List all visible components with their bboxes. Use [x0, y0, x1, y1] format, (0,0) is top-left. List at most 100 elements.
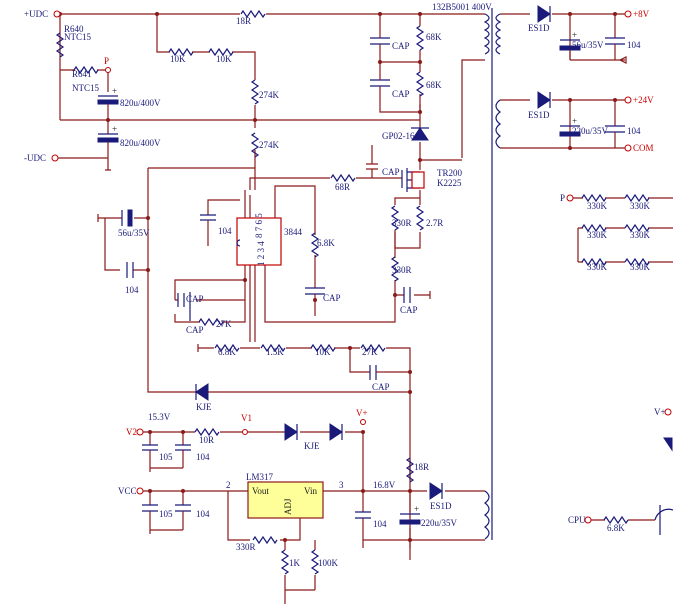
label-104-g: 104	[627, 126, 641, 136]
net-p: P	[104, 56, 109, 66]
label-330k-4: 330K	[630, 230, 651, 240]
label-ic-pins-top: 8 7 6 5	[254, 213, 264, 238]
label-transformer: 132B5001 400V	[432, 2, 492, 12]
net-udc-neg: -UDC	[24, 153, 46, 163]
label-15-3v: 15.3V	[148, 412, 171, 422]
label-56u-b: 56u/35V	[572, 40, 604, 50]
net-vplus: V+	[356, 408, 368, 418]
label-104-b: 104	[125, 285, 139, 295]
label-cap-6: CAP	[186, 294, 204, 304]
lm317-regulator	[247, 481, 324, 519]
label-ic-pins-bottom: 1 2 3 4	[256, 241, 266, 266]
label-cap-5: CAP	[323, 293, 341, 303]
diodes	[195, 5, 673, 500]
label-3844: 3844	[284, 227, 303, 237]
net-out-8v: +8V	[633, 9, 650, 19]
ic-3844	[236, 190, 282, 266]
resistor-274k-a	[251, 79, 259, 105]
net-labels: +UDC -UDC P P V2 VCC V1 V+ V+ CPU +8V +2…	[24, 9, 666, 525]
label-r641: R641	[72, 69, 92, 79]
label-es1d-2: ES1D	[528, 110, 550, 120]
label-330k-5: 330K	[587, 262, 608, 272]
label-10r: 10R	[199, 435, 214, 445]
transformer-main	[483, 8, 502, 540]
svg-text:+: +	[572, 116, 577, 126]
resistor-68k-a	[416, 25, 424, 51]
capacitors: ++ + ++	[97, 30, 625, 525]
resistor-18r-2	[406, 457, 414, 483]
label-105-b: 105	[159, 509, 173, 519]
label-cap-8: CAP	[372, 382, 390, 392]
label-tr200: TR200	[437, 168, 463, 178]
label-cap-7: CAP	[186, 325, 204, 335]
net-udc-pos: +UDC	[24, 9, 48, 19]
label-vin: Vin	[304, 486, 317, 496]
net-vplus-2: V+	[654, 407, 666, 417]
label-6-8k-c: 6.8K	[317, 238, 335, 248]
net-com: COM	[633, 143, 654, 153]
resistor-274k-b	[251, 132, 259, 158]
label-pin-2: 2	[226, 480, 231, 490]
label-6-8k-d: 6.8K	[218, 347, 236, 357]
label-104-f: 104	[627, 40, 641, 50]
ntc-r640	[56, 32, 64, 58]
label-104-c: 104	[196, 452, 210, 462]
terminals	[51, 10, 673, 535]
label-ntc15-a: NTC15	[64, 32, 92, 42]
label-k2225: K2225	[437, 178, 462, 188]
label-330k-6: 330K	[630, 262, 651, 272]
label-820u-b: 820u/400V	[120, 138, 161, 148]
label-10k-b: 10K	[216, 54, 232, 64]
resistor-330r-lm	[252, 536, 278, 544]
label-10k-c: 10K	[315, 347, 331, 357]
label-ntc15-b: NTC15	[72, 83, 100, 93]
label-kje-2: KJE	[304, 441, 320, 451]
ground-symbols	[97, 56, 627, 604]
label-330k-2: 330K	[630, 201, 651, 211]
label-104-e: 104	[373, 519, 387, 529]
resistor-2-7r	[416, 205, 424, 231]
component-labels: R640 NTC15 R641 NTC15 18R 10K 10K 274K 2…	[64, 2, 651, 568]
label-2-7r: 2.7R	[426, 218, 443, 228]
label-68k-b: 68K	[426, 80, 442, 90]
label-330r-b: 330R	[392, 265, 412, 275]
label-220u-a: 220u/35V	[572, 126, 609, 136]
label-330k-1: 330K	[587, 201, 608, 211]
resistor-68r	[330, 174, 356, 182]
label-68r: 68R	[335, 182, 350, 192]
label-105-a: 105	[159, 452, 173, 462]
label-10k-a: 10K	[170, 54, 186, 64]
label-68k-a: 68K	[426, 32, 442, 42]
resistor-68k-b	[416, 71, 424, 97]
label-274k-a: 274K	[259, 90, 280, 100]
label-1k: 1K	[289, 558, 301, 568]
label-cap-1: CAP	[392, 41, 410, 51]
label-27k-c: 27K	[362, 347, 378, 357]
label-adj: ADJ	[283, 498, 293, 515]
label-lm317: LM317	[246, 472, 274, 482]
net-cpu: CPU	[568, 515, 586, 525]
svg-text:+: +	[572, 30, 577, 40]
net-vcc: VCC	[118, 486, 137, 496]
label-es1d-1: ES1D	[528, 23, 550, 33]
net-p2: P	[560, 193, 565, 203]
svg-text:+: +	[112, 124, 117, 134]
label-100k: 100K	[318, 558, 339, 568]
label-16-8v: 16.8V	[373, 480, 396, 490]
label-vout: Vout	[252, 486, 269, 496]
label-1-5k: 1.5K	[266, 347, 284, 357]
label-220u-b: 220u/35V	[421, 518, 458, 528]
label-330k-3: 330K	[587, 230, 608, 240]
label-cap-4: CAP	[400, 305, 418, 315]
label-cap-3: CAP	[382, 167, 400, 177]
label-cap-2: CAP	[392, 89, 410, 99]
net-v2: V2	[126, 427, 137, 437]
resistor-1k	[281, 549, 289, 575]
label-104-d: 104	[196, 509, 210, 519]
junction-dots	[58, 12, 617, 542]
label-274k-b: 274K	[259, 140, 280, 150]
label-330r-a: 330R	[392, 218, 412, 228]
label-pin-3: 3	[339, 480, 344, 490]
svg-text:+: +	[112, 86, 117, 96]
